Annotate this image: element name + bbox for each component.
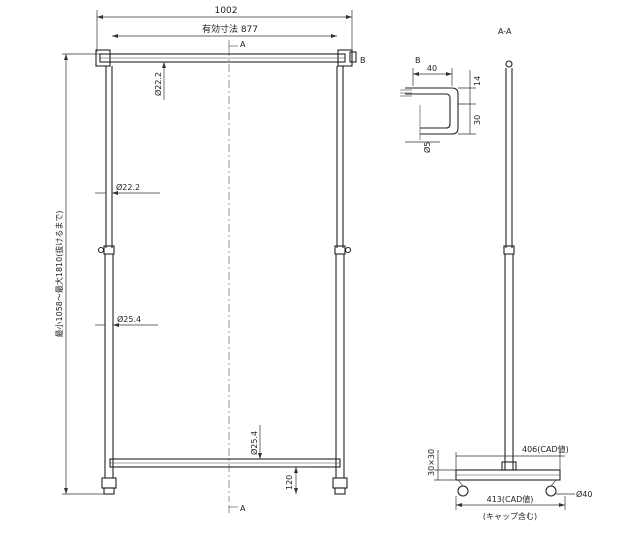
base-413-label: 413(CAD値) bbox=[487, 494, 534, 504]
section-a-a: A-A 406(CAD値) 30×30 413(CAD値) ( bbox=[427, 27, 592, 521]
lower-post-diameter: Ø25.4 bbox=[117, 314, 141, 324]
base-406-label: 406(CAD値) bbox=[522, 444, 569, 454]
detail-width-label: 40 bbox=[427, 64, 437, 73]
cap-note-label: (キャップ含む) bbox=[483, 511, 537, 521]
upper-post-diameter: Ø22.2 bbox=[116, 182, 140, 192]
section-title: A-A bbox=[498, 27, 512, 36]
detail-h2-label: 30 bbox=[473, 115, 482, 125]
view-b-mark: B bbox=[360, 56, 366, 65]
section-mark-top: A bbox=[240, 40, 246, 49]
top-tube-diameter: Ø22.2 bbox=[153, 72, 163, 96]
base-30x30-label: 30×30 bbox=[427, 449, 436, 476]
section-mark-bottom: A bbox=[240, 504, 246, 513]
detail-h1-label: 14 bbox=[473, 76, 482, 86]
caster-diameter: Ø40 bbox=[576, 489, 592, 499]
detail-hole-label: Ø5 bbox=[422, 142, 432, 153]
effective-width-label: 有効寸法 877 bbox=[202, 23, 258, 35]
height-range-label: 最小1058～最大1810(抜けるまで) bbox=[54, 211, 64, 338]
front-view: 1002 有効寸法 877 A B bbox=[54, 6, 366, 513]
overall-width-label: 1002 bbox=[215, 6, 238, 16]
bottom-bar-diameter: Ø25.4 bbox=[249, 431, 259, 455]
detail-b: B 40 14 30 Ø5 bbox=[400, 56, 482, 153]
bottom-offset-label: 120 bbox=[285, 475, 294, 490]
detail-b-title: B bbox=[415, 56, 421, 65]
